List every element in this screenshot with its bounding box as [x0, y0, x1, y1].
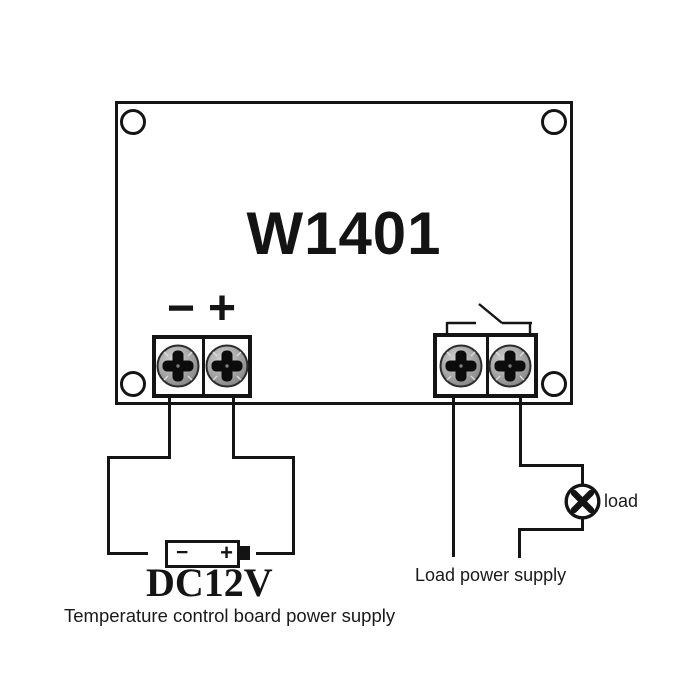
board-model-label: W1401 — [246, 200, 442, 267]
wire-relay-left-drop — [451, 398, 455, 557]
wire-power-positive-vertical — [291, 456, 295, 554]
wire-to-battery-positive — [256, 551, 295, 555]
wire-to-battery-negative — [106, 551, 148, 555]
wire-to-load-horizontal — [518, 463, 584, 467]
mounting-hole-top-left — [120, 109, 146, 135]
wire-power-positive-horizontal — [231, 456, 295, 459]
board-power-caption: Temperature control board power supply — [64, 605, 396, 626]
terminal-divider — [486, 337, 489, 394]
wire-relay-right-drop — [518, 398, 522, 466]
battery-symbol: − + — [165, 540, 240, 568]
board-outline — [115, 101, 573, 405]
wire-load-bottom-lead — [581, 519, 584, 530]
terminal-divider — [202, 339, 205, 394]
battery-positive-label: + — [220, 540, 233, 565]
battery-voltage-label: DC12V — [146, 560, 273, 605]
load-label: load — [604, 491, 639, 511]
load-power-caption: Load power supply — [415, 565, 567, 585]
wire-power-negative-horizontal — [106, 456, 171, 459]
battery-negative-label: − — [176, 541, 189, 564]
wire-load-return-horizontal — [518, 527, 584, 531]
mounting-hole-bottom-right — [541, 371, 567, 397]
power-negative-label: − — [166, 282, 196, 335]
mounting-hole-top-right — [541, 109, 567, 135]
screw-icon — [156, 344, 200, 388]
mounting-hole-bottom-left — [120, 371, 146, 397]
battery-positive-nub — [240, 546, 250, 560]
screw-icon — [488, 344, 532, 388]
screw-icon — [205, 344, 249, 388]
relay-switch-icon — [445, 303, 532, 336]
power-positive-label: + — [207, 282, 237, 335]
wire-power-negative-drop — [167, 398, 171, 459]
screw-icon — [439, 344, 483, 388]
wire-power-positive-drop — [231, 398, 235, 459]
wire-power-negative-vertical — [106, 456, 110, 554]
wire-load-return-drop — [518, 527, 521, 558]
wire-load-top-lead — [581, 463, 584, 484]
load-lamp-icon — [564, 483, 601, 520]
